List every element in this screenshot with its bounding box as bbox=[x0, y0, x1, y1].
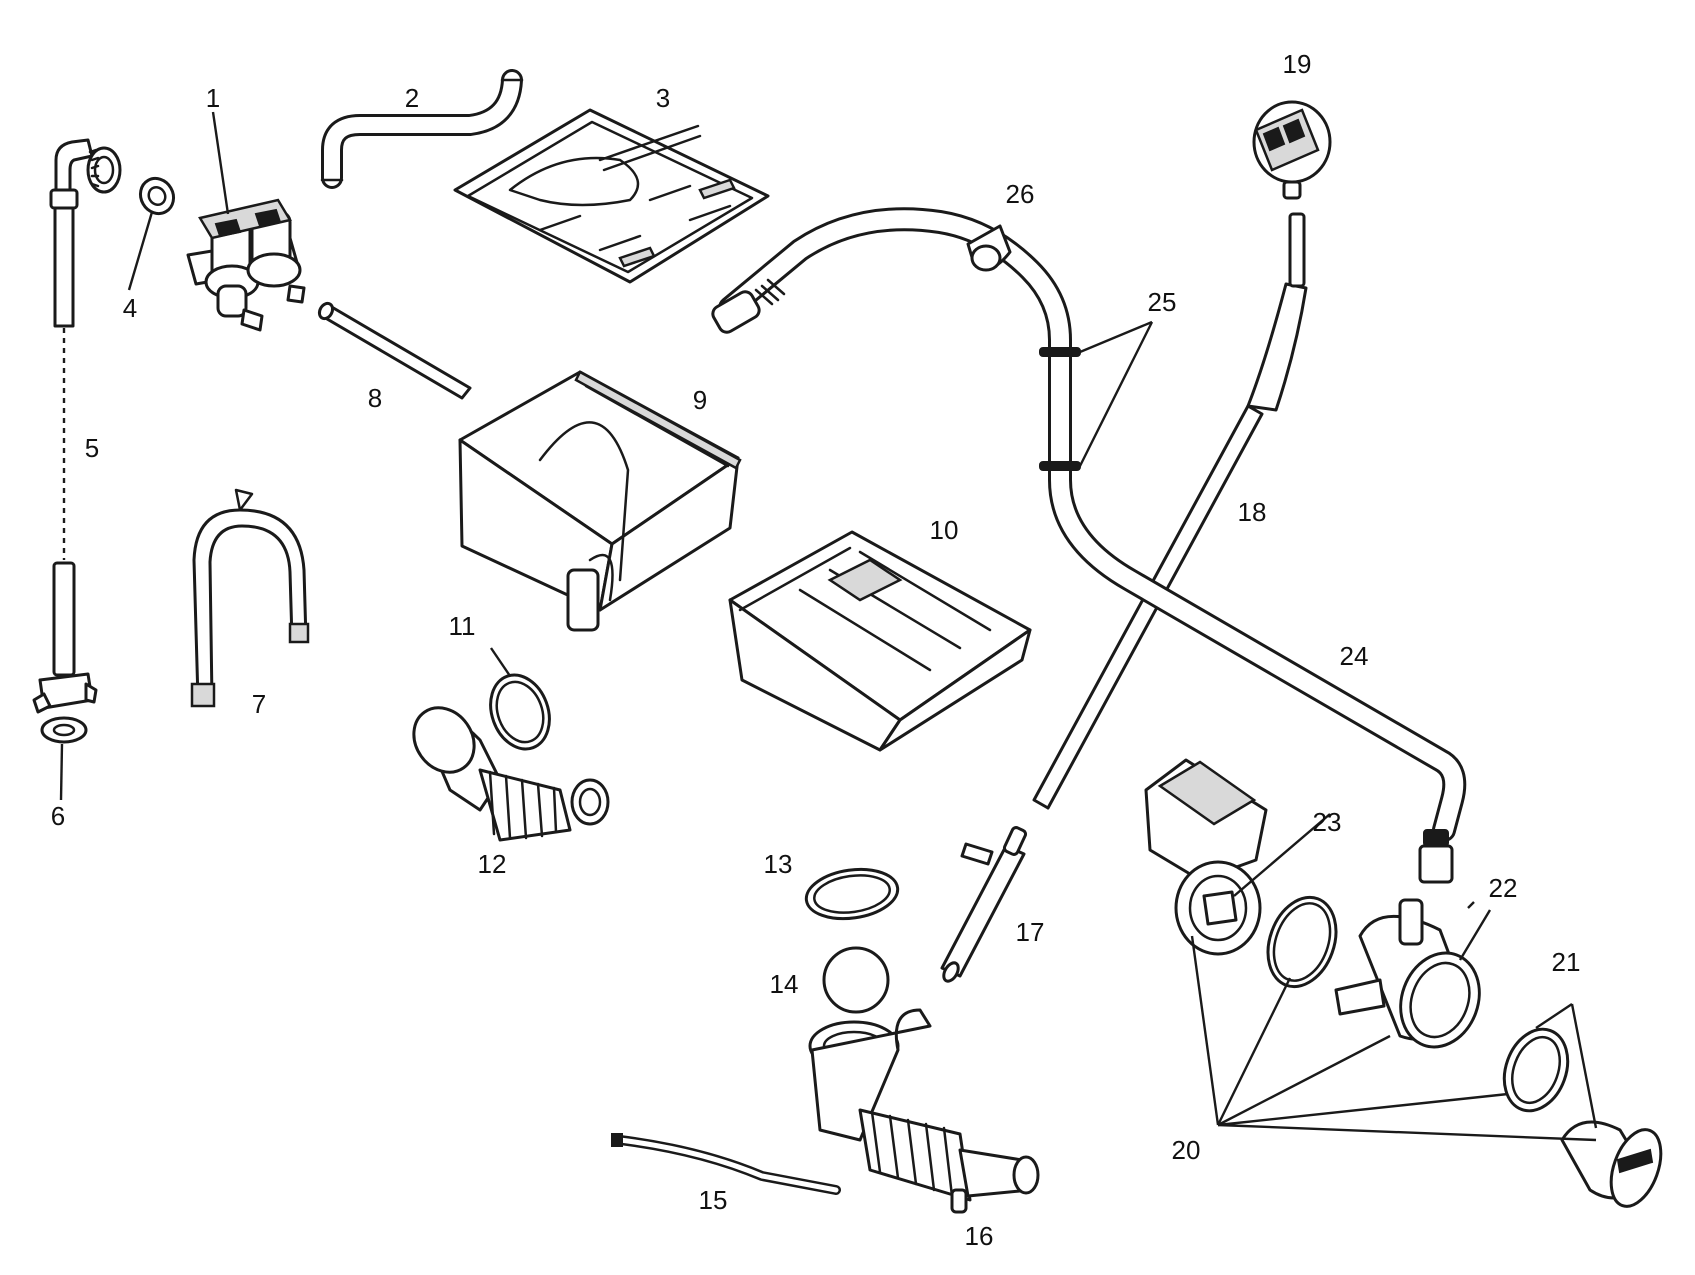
callout-25: 25 bbox=[1148, 287, 1177, 317]
part-drain-hose bbox=[711, 207, 1467, 884]
callout-26: 26 bbox=[1006, 179, 1035, 209]
part-sump-hose bbox=[808, 1008, 1040, 1214]
part-washer-small bbox=[138, 176, 176, 216]
callout-11: 11 bbox=[449, 611, 476, 641]
part-o-ring-11 bbox=[489, 673, 551, 751]
callout-18: 18 bbox=[1238, 497, 1267, 527]
callout-13: 13 bbox=[764, 849, 793, 879]
callout-21: 21 bbox=[1552, 947, 1581, 977]
callout-16: 16 bbox=[965, 1221, 994, 1251]
callout-15: 15 bbox=[699, 1185, 728, 1215]
part-pressure-switch bbox=[1252, 100, 1332, 200]
part-inlet-hose bbox=[32, 138, 122, 714]
part-filter bbox=[1502, 1027, 1663, 1208]
callouts: 1 2 3 4 5 6 7 8 9 10 11 12 13 14 15 16 1… bbox=[51, 49, 1581, 1251]
callout-10: 10 bbox=[930, 515, 959, 545]
part-thin-hose bbox=[611, 1133, 841, 1195]
callout-8: 8 bbox=[368, 383, 382, 413]
part-u-bracket bbox=[190, 488, 310, 708]
callout-14: 14 bbox=[770, 969, 799, 999]
part-sensor-rod bbox=[940, 826, 1028, 983]
part-bent-hose bbox=[320, 69, 524, 189]
leader-lines bbox=[59, 111, 1598, 1142]
callout-23: 23 bbox=[1313, 807, 1342, 837]
part-drain-pump bbox=[1144, 758, 1268, 956]
callout-20: 20 bbox=[1172, 1135, 1201, 1165]
part-seal-23 bbox=[1266, 895, 1338, 989]
part-o-ring-13 bbox=[804, 867, 900, 921]
callout-4: 4 bbox=[123, 293, 137, 323]
callout-3: 3 bbox=[656, 83, 670, 113]
part-clamp bbox=[966, 224, 1012, 272]
callout-24: 24 bbox=[1340, 641, 1369, 671]
callout-22: 22 bbox=[1489, 873, 1518, 903]
callout-12: 12 bbox=[478, 849, 507, 879]
part-straight-tube bbox=[317, 301, 472, 400]
part-solenoid-valve bbox=[186, 198, 306, 332]
callout-17: 17 bbox=[1016, 917, 1045, 947]
part-pump-housing bbox=[1334, 898, 1481, 1049]
part-ball bbox=[822, 946, 890, 1014]
callout-1: 1 bbox=[206, 83, 220, 113]
part-cover-plate bbox=[453, 108, 770, 284]
part-pressure-tube bbox=[1032, 212, 1308, 810]
callout-6: 6 bbox=[51, 801, 65, 831]
part-dispenser-housing bbox=[458, 370, 742, 632]
callout-19: 19 bbox=[1283, 49, 1312, 79]
part-bellows-hose bbox=[412, 706, 610, 842]
callout-9: 9 bbox=[693, 385, 707, 415]
part-washer-bottom bbox=[40, 716, 88, 744]
callout-2: 2 bbox=[405, 83, 419, 113]
callout-5: 5 bbox=[85, 433, 99, 463]
part-detergent-drawer bbox=[728, 530, 1032, 752]
callout-7: 7 bbox=[252, 689, 266, 719]
